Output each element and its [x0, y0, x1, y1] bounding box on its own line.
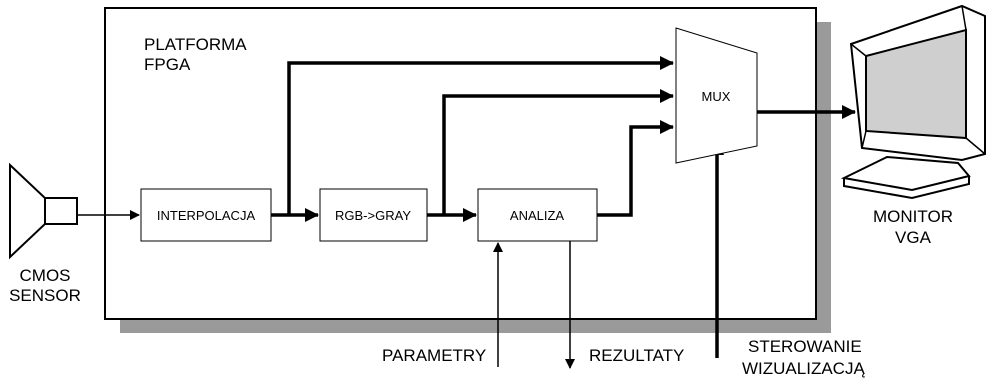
mux-label: MUX	[702, 89, 731, 104]
fpga-label-line2: FPGA	[144, 55, 191, 74]
control-label-line2: WIZUALIZACJĄ	[742, 359, 865, 378]
monitor-label-line2: VGA	[895, 228, 932, 247]
sensor-label-line2: SENSOR	[9, 286, 81, 305]
results-label: REZULTATY	[589, 346, 684, 365]
fpga-label-line1: PLATFORMA	[144, 35, 247, 54]
interpolation-label: INTERPOLACJA	[157, 208, 256, 223]
monitor-icon	[844, 6, 985, 198]
parameters-label: PARAMETRY	[382, 346, 486, 365]
monitor-label-line1: MONITOR	[873, 207, 953, 226]
analysis-label: ANALIZA	[510, 208, 565, 223]
rgb-gray-label: RGB->GRAY	[335, 208, 411, 223]
cmos-sensor-icon	[10, 165, 77, 257]
control-label-line1: STEROWANIE	[748, 337, 862, 356]
sensor-label-line1: CMOS	[20, 266, 71, 285]
